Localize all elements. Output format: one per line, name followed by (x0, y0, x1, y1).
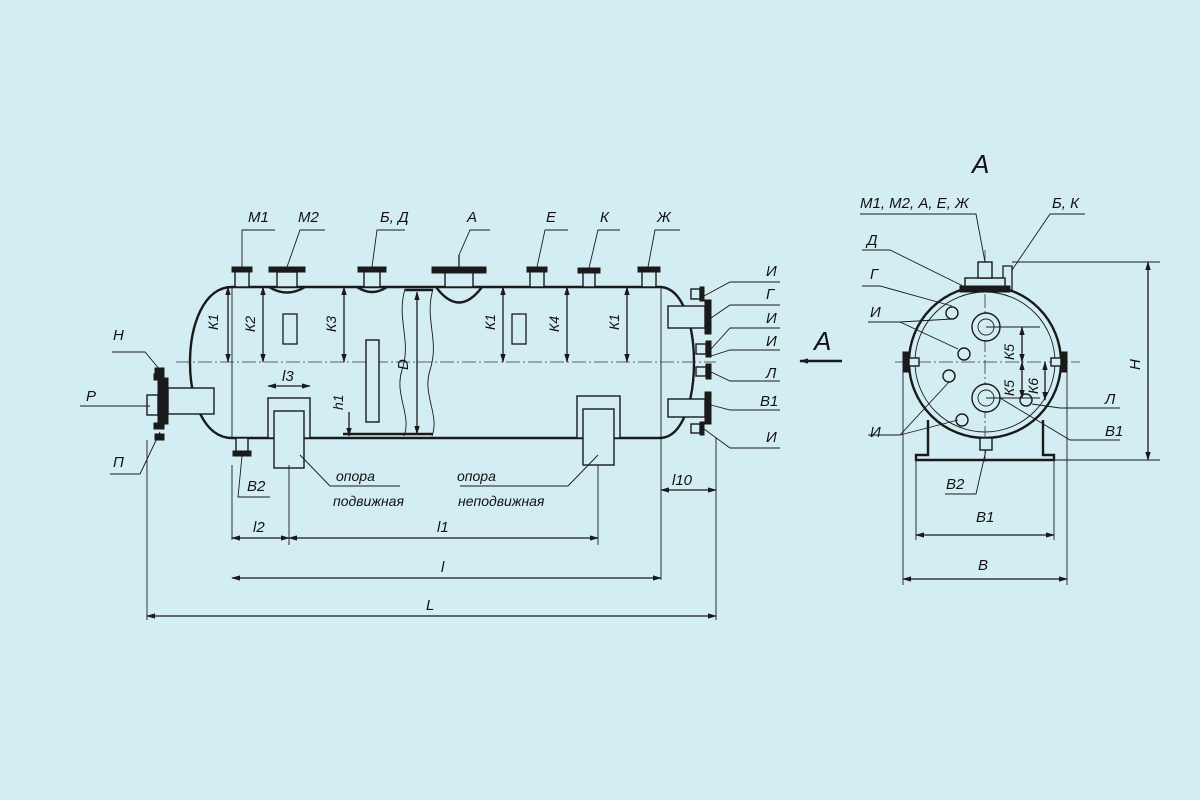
front-view (80, 229, 780, 620)
side-label-d: Д (865, 232, 878, 249)
label-support-movable-1: опора (336, 468, 375, 484)
label-right-5: Л (765, 365, 777, 382)
side-label-i2: И (870, 424, 881, 441)
label-support-movable-2: подвижная (333, 493, 404, 509)
label-n: Н (113, 327, 124, 344)
label-L: L (426, 597, 434, 614)
label-k1-c: К1 (606, 314, 622, 330)
right-nozzles (667, 286, 712, 436)
label-d: D (395, 359, 412, 370)
label-right-4: И (766, 333, 777, 350)
side-label-i1: И (870, 304, 881, 321)
label-r: Р (86, 388, 96, 405)
side-label-k5b: К5 (1001, 380, 1017, 396)
label-right-7: И (766, 429, 777, 446)
side-title: А (970, 149, 989, 179)
label-e: Е (546, 209, 557, 226)
label-k: К (600, 209, 610, 226)
side-label-b2: В2 (946, 476, 965, 493)
label-zh: Ж (656, 209, 672, 226)
side-label-k6: К6 (1025, 378, 1041, 394)
label-k4: К4 (546, 316, 562, 332)
label-support-fixed-2: неподвижная (458, 493, 545, 509)
label-k1-b: К1 (482, 314, 498, 330)
label-support-fixed-1: опора (457, 468, 496, 484)
label-right-1: И (766, 263, 777, 280)
label-l1: l1 (437, 519, 449, 536)
side-label-k5a: К5 (1001, 344, 1017, 360)
labels: М1 М2 Б, Д А Е К Ж И Г И И Л В1 И Н Р П … (86, 149, 1144, 614)
label-a: А (466, 209, 477, 226)
label-p: П (113, 454, 124, 471)
side-label-g: Г (870, 266, 880, 283)
label-b2-front: В2 (247, 478, 266, 495)
label-m2: М2 (298, 209, 319, 226)
label-right-6: В1 (760, 393, 778, 410)
label-right-3: И (766, 310, 777, 327)
label-b-d: Б, Д (380, 209, 409, 226)
label-k3: К3 (323, 316, 339, 332)
side-label-h: Н (1127, 359, 1144, 370)
supports (267, 395, 621, 469)
side-label-b1-dim: В1 (976, 509, 994, 526)
side-label-top-right: Б, К (1052, 195, 1080, 212)
top-nozzles (231, 255, 661, 304)
label-l: l (441, 559, 445, 576)
label-k1-a: К1 (205, 314, 221, 330)
label-l2: l2 (253, 519, 265, 536)
side-label-l: Л (1104, 391, 1116, 408)
label-right-2: Г (766, 286, 776, 303)
left-nozzle (146, 367, 215, 441)
label-l3: l3 (282, 368, 294, 385)
view-arrow-label: А (812, 326, 831, 356)
label-k2: К2 (242, 316, 258, 332)
label-h1: h1 (330, 394, 346, 410)
side-label-b1: В1 (1105, 423, 1123, 440)
side-view (860, 213, 1160, 585)
side-label-b-dim: В (978, 557, 988, 574)
label-m1: М1 (248, 209, 269, 226)
label-l10: l10 (672, 472, 693, 489)
side-label-top-left: М1, М2, А, Е, Ж (860, 195, 970, 212)
